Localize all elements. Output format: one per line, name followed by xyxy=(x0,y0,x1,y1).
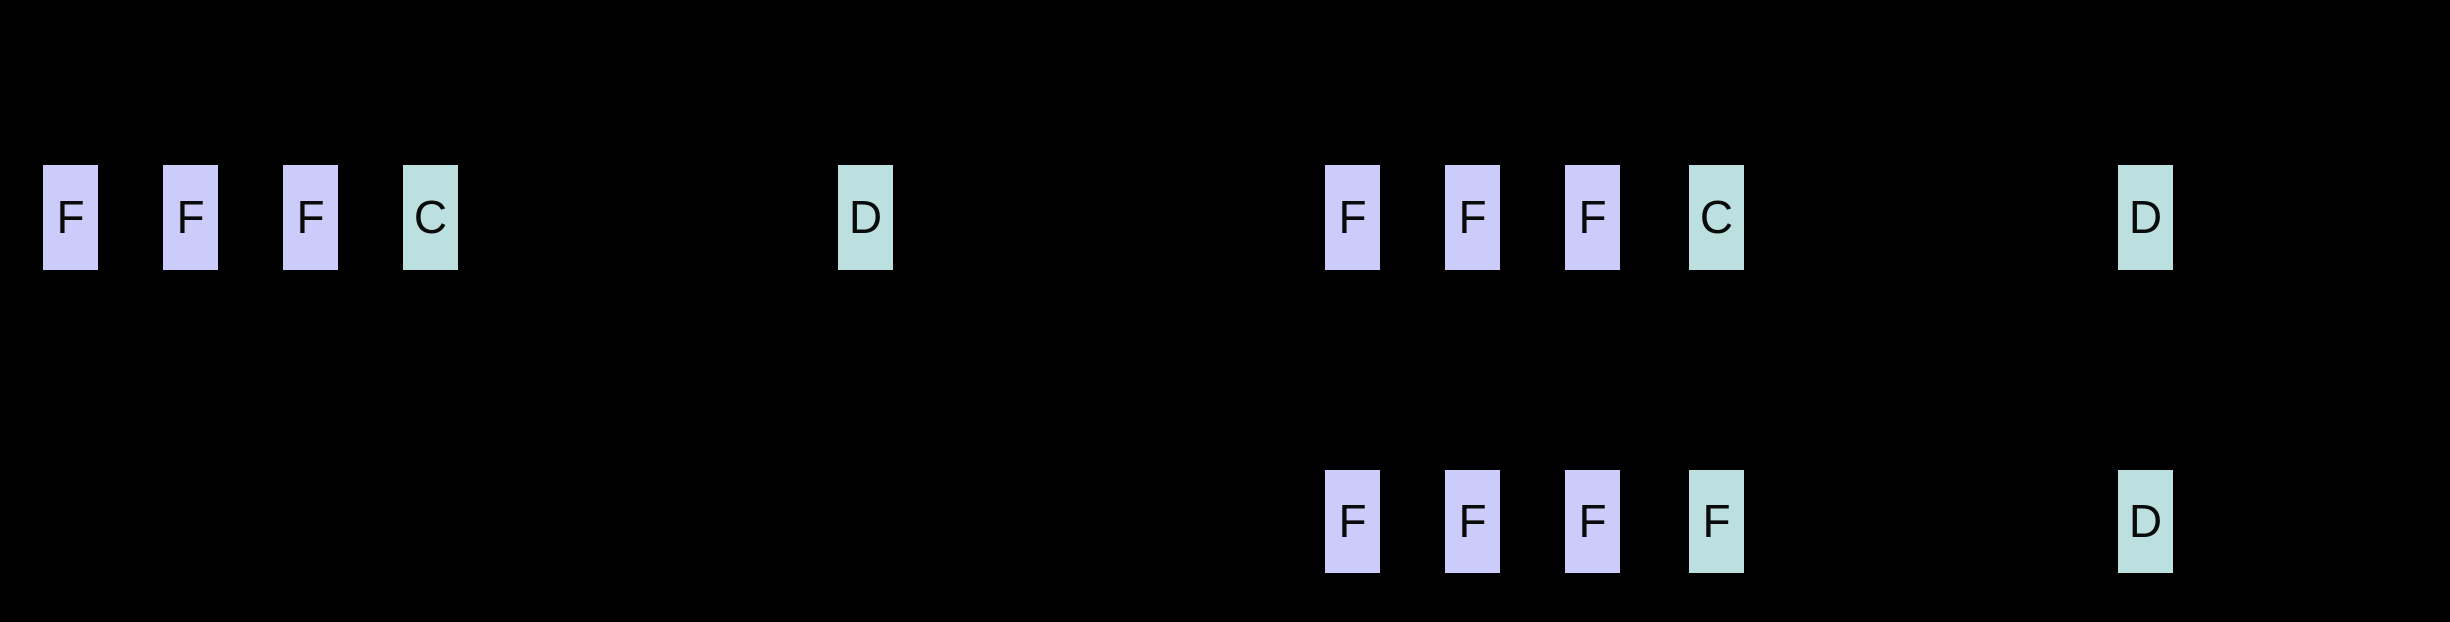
token-box[interactable]: D xyxy=(2118,470,2173,573)
token-label: F xyxy=(1578,494,1607,547)
token-label: F xyxy=(1702,494,1731,547)
token-box[interactable]: C xyxy=(403,165,458,270)
token-label: F xyxy=(1338,494,1367,547)
token-box[interactable]: F xyxy=(1445,470,1500,573)
token-box[interactable]: F xyxy=(1565,165,1620,270)
token-label: F xyxy=(1458,494,1487,547)
token-box[interactable]: F xyxy=(1689,470,1744,573)
token-label: C xyxy=(1699,190,1734,243)
token-label: D xyxy=(848,190,883,243)
token-label: F xyxy=(56,190,85,243)
token-label: F xyxy=(176,190,205,243)
token-label: C xyxy=(413,190,448,243)
token-box[interactable]: C xyxy=(1689,165,1744,270)
token-label: F xyxy=(1578,190,1607,243)
token-box[interactable]: F xyxy=(1565,470,1620,573)
token-box[interactable]: D xyxy=(2118,165,2173,270)
token-box[interactable]: F xyxy=(1445,165,1500,270)
token-box[interactable]: D xyxy=(838,165,893,270)
token-box[interactable]: F xyxy=(163,165,218,270)
token-box[interactable]: F xyxy=(1325,165,1380,270)
token-label: D xyxy=(2128,190,2163,243)
token-box[interactable]: F xyxy=(1325,470,1380,573)
token-label: F xyxy=(1338,190,1367,243)
token-label: F xyxy=(1458,190,1487,243)
token-box[interactable]: F xyxy=(43,165,98,270)
token-box[interactable]: F xyxy=(283,165,338,270)
token-label: F xyxy=(296,190,325,243)
token-label: D xyxy=(2128,494,2163,547)
